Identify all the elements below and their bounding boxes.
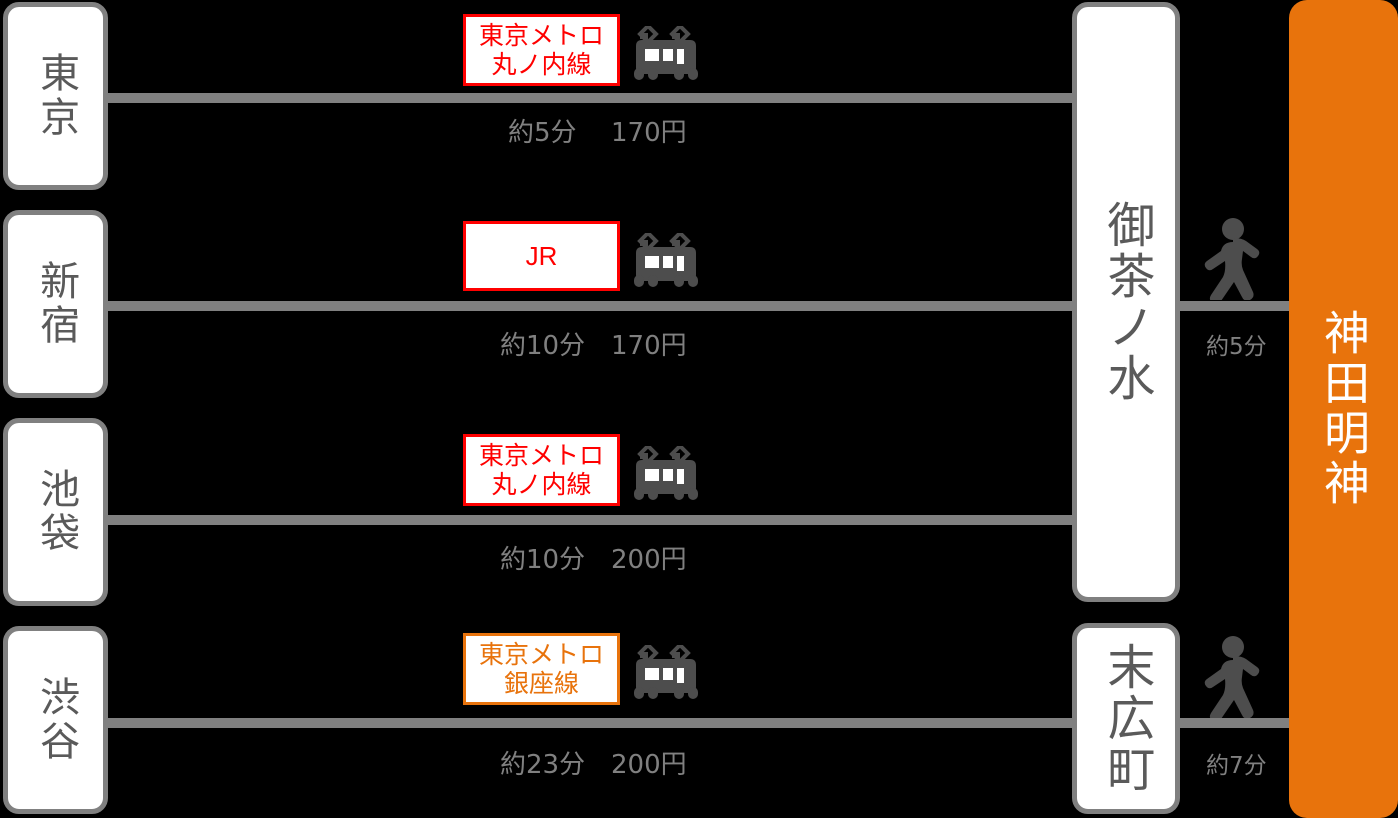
destination-kanda-myojin[interactable]: 神田明神 xyxy=(1289,0,1398,818)
line-badge-line2: 丸ノ内線 xyxy=(491,50,592,79)
fare-row-3: 200円 xyxy=(611,545,687,575)
train-icon xyxy=(628,642,704,706)
origin-station-tokyo[interactable]: 東京 xyxy=(3,2,108,190)
duration-row-1: 約5分 xyxy=(508,118,577,148)
fare-row-2: 170円 xyxy=(611,331,687,361)
route-line-row-4 xyxy=(108,718,1072,728)
line-badge-line1: 東京メトロ xyxy=(478,639,604,669)
walk-icon xyxy=(1203,218,1265,305)
duration-row-2: 約10分 xyxy=(500,331,586,361)
origin-station-label: 池袋 xyxy=(33,468,80,556)
walk-icon xyxy=(1203,636,1265,723)
transfer-station-ochanomizu[interactable]: 御茶ノ水 xyxy=(1072,2,1180,602)
line-badge-row-2[interactable]: JR xyxy=(463,221,620,291)
transfer-station-suehirocho[interactable]: 末広町 xyxy=(1072,623,1180,814)
walk-duration-row-4: 約7分 xyxy=(1206,753,1267,779)
transfer-station-label: 末広町 xyxy=(1098,642,1155,795)
destination-label: 神田明神 xyxy=(1316,309,1371,509)
origin-station-label: 渋谷 xyxy=(33,676,80,764)
line-badge-row-4[interactable]: 東京メトロ 銀座線 xyxy=(463,633,620,705)
line-badge-line2: 銀座線 xyxy=(503,669,579,698)
origin-station-shibuya[interactable]: 渋谷 xyxy=(3,626,108,814)
origin-station-label: 東京 xyxy=(33,52,80,140)
walk-duration-row-2: 約5分 xyxy=(1206,334,1267,360)
line-badge-line1: JR xyxy=(525,240,558,271)
walk-line-row-4 xyxy=(1180,718,1292,728)
origin-station-shinjuku[interactable]: 新宿 xyxy=(3,210,108,398)
route-line-row-2 xyxy=(108,301,1072,311)
train-icon xyxy=(628,230,704,294)
walk-line-row-2 xyxy=(1180,301,1292,311)
line-badge-row-3[interactable]: 東京メトロ 丸ノ内線 xyxy=(463,434,620,506)
line-badge-line1: 東京メトロ xyxy=(478,20,604,50)
line-badge-line2: 丸ノ内線 xyxy=(491,470,592,499)
duration-row-4: 約23分 xyxy=(500,750,586,780)
origin-station-label: 新宿 xyxy=(33,260,80,348)
origin-station-ikebukuro[interactable]: 池袋 xyxy=(3,418,108,606)
train-icon xyxy=(628,23,704,87)
line-badge-row-1[interactable]: 東京メトロ 丸ノ内線 xyxy=(463,14,620,86)
line-badge-line1: 東京メトロ xyxy=(478,440,604,470)
transfer-station-label: 御茶ノ水 xyxy=(1098,200,1155,404)
fare-row-4: 200円 xyxy=(611,750,687,780)
route-line-row-3 xyxy=(108,515,1072,525)
train-icon xyxy=(628,443,704,507)
route-line-row-1 xyxy=(108,93,1072,103)
fare-row-1: 170円 xyxy=(611,118,687,148)
duration-row-3: 約10分 xyxy=(500,545,586,575)
